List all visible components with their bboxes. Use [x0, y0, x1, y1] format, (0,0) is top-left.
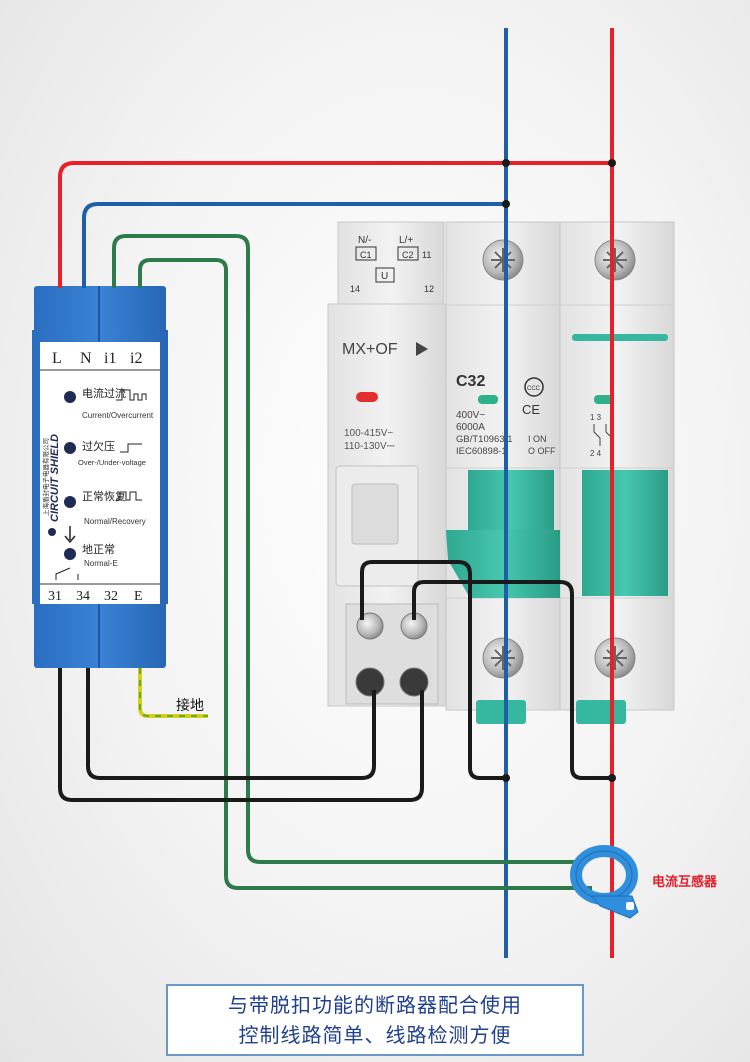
relay-terminal-34: 34 — [76, 589, 90, 604]
indicator-voltage-en: Over-/Under-voltage — [78, 458, 146, 467]
din-clip-1 — [476, 700, 526, 724]
shunt-indicator-red — [356, 392, 378, 402]
control-wire-31 — [58, 668, 424, 802]
ct-mount-base — [590, 895, 639, 919]
relay-company: 上海盾封电子电器有限公司 — [41, 438, 50, 516]
led-recovery — [64, 496, 76, 508]
relay-terminal-L: L — [52, 350, 62, 367]
spec-3: GB/T10963.1 — [456, 434, 513, 445]
indicator-recovery-en: Normal/Recovery — [84, 517, 146, 526]
din-clip-2 — [576, 700, 626, 724]
on-label: I ON — [528, 434, 547, 444]
indicator-ground-cn: 地正常 — [82, 543, 115, 556]
shunt-voltage-1: 100-415V~ — [344, 428, 393, 439]
aux-11-label: 11 — [422, 250, 431, 260]
pole-2-handle — [582, 470, 668, 596]
protection-relay: L N i1 i2 电流过流 Current/Overcurrent 过欠压 O… — [32, 286, 168, 668]
relay-terminal-31: 31 — [48, 589, 62, 604]
control-wire-34 — [86, 668, 376, 780]
down-arrow-icon — [64, 526, 76, 544]
pole-2-indicator-green — [594, 395, 614, 404]
ce-mark: CE — [522, 402, 540, 417]
shunt-terminal-hole-1 — [355, 667, 385, 697]
spec-2: 6000A — [456, 422, 485, 433]
indicator-overcurrent-en: Current/Overcurrent — [82, 411, 154, 420]
led-ground — [64, 548, 76, 560]
caption-line-2: 控制线路简单、线路检测方便 — [238, 1023, 512, 1047]
ccc-mark-icon — [524, 377, 544, 397]
led-voltage — [64, 442, 76, 454]
pole-1-indicator-green — [478, 395, 498, 404]
shunt-handle-slot — [351, 483, 399, 545]
wires — [58, 28, 616, 958]
shunt-label: MX+OF — [342, 341, 398, 358]
relay-logo-icon — [48, 528, 56, 536]
aux-12-label: 12 — [424, 284, 434, 294]
aux-l-label: L/+ — [399, 235, 413, 246]
pole-1-body — [445, 221, 561, 711]
indicator-ground-en: Normal-E — [84, 559, 118, 568]
neutral-wire-to-relay — [82, 202, 506, 288]
aux-14-label: 14 — [350, 284, 360, 294]
caption-box: 与带脱扣功能的断路器配合使用 控制线路简单、线路检测方便 — [166, 984, 584, 1056]
breaker-assembly: N/- L/+ C1 C2 11 U 14 12 MX+OF 100-415V~… — [327, 221, 675, 724]
wave-icon-overcurrent — [116, 389, 147, 401]
ct-label: 电流互感器 — [652, 874, 718, 889]
aux-n-label: N/- — [358, 235, 371, 246]
pole-numbers-top: 1 3 — [590, 413, 602, 422]
shunt-voltage-2: 110-130V⎓ — [344, 441, 395, 452]
indicator-recovery-cn: 正常恢复 — [82, 489, 126, 503]
wave-icon-voltage — [120, 443, 142, 453]
current-transformer — [570, 845, 639, 919]
aux-c2-label: C2 — [402, 250, 414, 260]
relay-terminal-i2: i2 — [130, 350, 142, 367]
shunt-terminal-hole-2 — [399, 667, 429, 697]
relay-terminal-32: 32 — [104, 589, 118, 604]
shunt-arrow-icon — [416, 342, 428, 356]
control-wire-loop-1 — [360, 560, 506, 780]
indicator-overcurrent-cn: 电流过流 — [82, 386, 126, 400]
aux-coil-label: U — [381, 271, 388, 282]
ground-label: 接地 — [176, 697, 204, 713]
spec-4: IEC60898-1 — [456, 446, 507, 457]
spec-1: 400V~ — [456, 410, 485, 421]
wave-icon-recovery — [116, 491, 142, 501]
relay-terminal-i1: i1 — [104, 350, 116, 367]
aux-terminal-block — [337, 221, 445, 305]
indicator-voltage-cn: 过欠压 — [82, 439, 115, 453]
relay-brand: CIRCUIT SHIELD — [49, 434, 61, 522]
led-overcurrent — [64, 391, 76, 403]
off-label: O OFF — [528, 446, 556, 456]
relay-terminal-E: E — [134, 589, 143, 604]
live-wire-to-relay — [58, 161, 612, 288]
aux-c1-label: C1 — [360, 250, 372, 260]
control-wire-loop-2 — [412, 580, 612, 780]
relay-terminal-N: N — [80, 350, 92, 367]
ccc-mark: CCC — [527, 386, 541, 392]
pole-2-body — [559, 221, 675, 711]
relay-label-panel — [40, 342, 160, 604]
breaker-model: C32 — [456, 373, 485, 390]
relay-contact-icon — [55, 567, 79, 580]
pole-2-accent-stripe — [572, 334, 668, 341]
pole-numbers-bottom: 2 4 — [590, 449, 602, 458]
sensor-wire-i2 — [138, 258, 592, 890]
sensor-wire-i1 — [112, 234, 586, 864]
caption-line-1: 与带脱扣功能的断路器配合使用 — [228, 993, 522, 1017]
